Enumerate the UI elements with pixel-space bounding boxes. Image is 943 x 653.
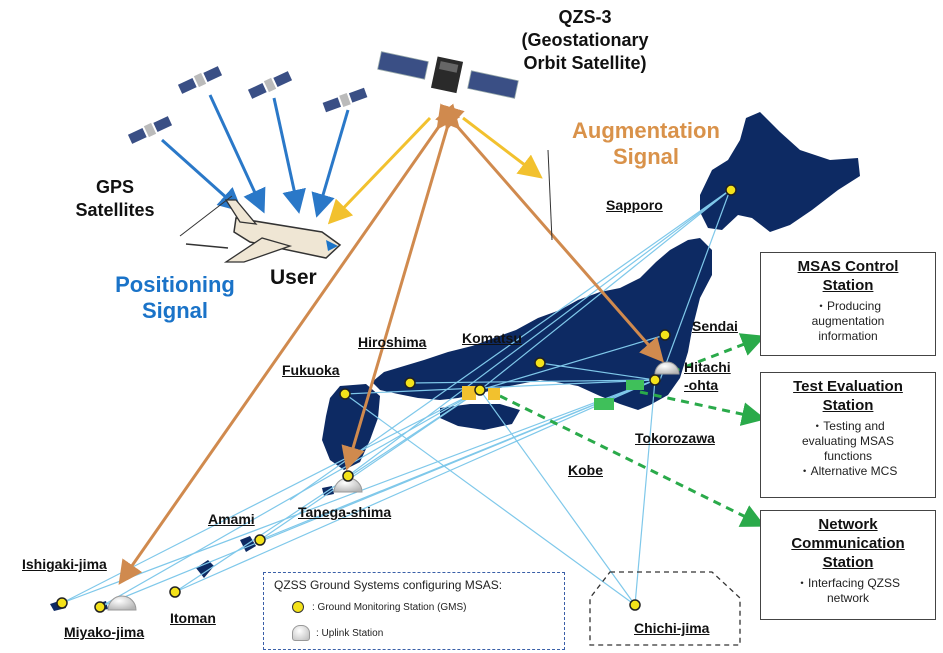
airplane-icon: [185, 199, 342, 263]
gms-hiroshima: [404, 377, 416, 389]
city-hiroshima: Hiroshima: [358, 334, 427, 350]
legend-gms: : Ground Monitoring Station (GMS): [292, 601, 467, 613]
city-sendai: Sendai: [692, 318, 738, 334]
city-hitachiohta: Hitachi-ohta: [684, 359, 731, 393]
gps-satellite-icon: [127, 116, 173, 144]
gms-komatsu: [534, 357, 546, 369]
gps-satellite-icon: [177, 66, 223, 94]
gps-label: GPS Satellites: [75, 177, 155, 220]
gms-hitachiohta: [649, 374, 661, 386]
legend: QZSS Ground Systems configuring MSAS: : …: [263, 572, 565, 650]
gms-markers: [56, 184, 737, 613]
gms-tanegashima: [342, 470, 354, 482]
city-tokorozawa: Tokorozawa: [635, 430, 715, 446]
legend-title: QZSS Ground Systems configuring MSAS:: [274, 578, 503, 592]
gms-ishigaki: [56, 597, 68, 609]
chichijima-region: [589, 571, 741, 646]
hub-blocks: [462, 380, 644, 410]
uplink-arrows: [118, 103, 664, 585]
city-amami: Amami: [208, 511, 255, 527]
station-links: [499, 333, 766, 527]
qzs-label: QZS-3 (Geostationary Orbit Satellite): [521, 7, 649, 73]
gps-signal-arrows: [160, 94, 350, 218]
test-station-title: Test Evaluation: [793, 378, 903, 395]
city-tanegashima: Tanega-shima: [298, 504, 392, 520]
legend-uplink: : Uplink Station: [292, 625, 383, 641]
qzs-satellite-icon: [377, 51, 519, 99]
uplink-station-icon: [107, 595, 137, 611]
control-station-title: MSAS Control: [797, 258, 899, 275]
gms-chichijima: [629, 599, 641, 611]
msas-control-station-box: MSAS Control Station ・Producing augmenta…: [760, 252, 936, 356]
network-station-title: Network: [818, 516, 878, 533]
uplink-station-icon: [654, 361, 680, 375]
city-itoman: Itoman: [170, 610, 216, 626]
city-sapporo: Sapporo: [606, 197, 663, 213]
gps-satellite-icon: [247, 71, 293, 99]
honshu-island: [372, 238, 712, 410]
gms-sapporo: [725, 184, 737, 196]
uplink-icon: [292, 625, 310, 641]
gms-miyako: [94, 601, 106, 613]
augmentation-signal-label: Augmentation Signal: [572, 118, 720, 169]
city-kobe: Kobe: [568, 462, 603, 478]
gms-icon: [292, 601, 304, 613]
gps-satellite-icon: [322, 87, 368, 113]
japan-map: [50, 112, 860, 611]
city-komatsu: Komatsu: [462, 330, 522, 346]
gms-fukuoka: [339, 388, 351, 400]
gms-itoman: [169, 586, 181, 598]
test-evaluation-station-box: Test Evaluation Station ・Testing and eva…: [760, 372, 936, 498]
network-communication-station-box: Network Communication Station ・Interfaci…: [760, 510, 936, 620]
hokkaido-island: [700, 112, 860, 232]
gms-amami: [254, 534, 266, 546]
gms-sendai: [659, 329, 671, 341]
gms-kobe: [474, 384, 486, 396]
augmentation-callout-line: [547, 149, 553, 241]
positioning-signal-label: Positioning Signal: [115, 272, 235, 323]
city-miyako: Miyako-jima: [64, 624, 145, 640]
user-label: User: [270, 266, 317, 289]
gps-callout-line: [179, 195, 233, 237]
city-fukuoka: Fukuoka: [282, 362, 340, 378]
okinawa-island: [196, 560, 214, 578]
city-ishigaki: Ishigaki-jima: [22, 556, 107, 572]
city-chichijima: Chichi-jima: [634, 620, 710, 636]
